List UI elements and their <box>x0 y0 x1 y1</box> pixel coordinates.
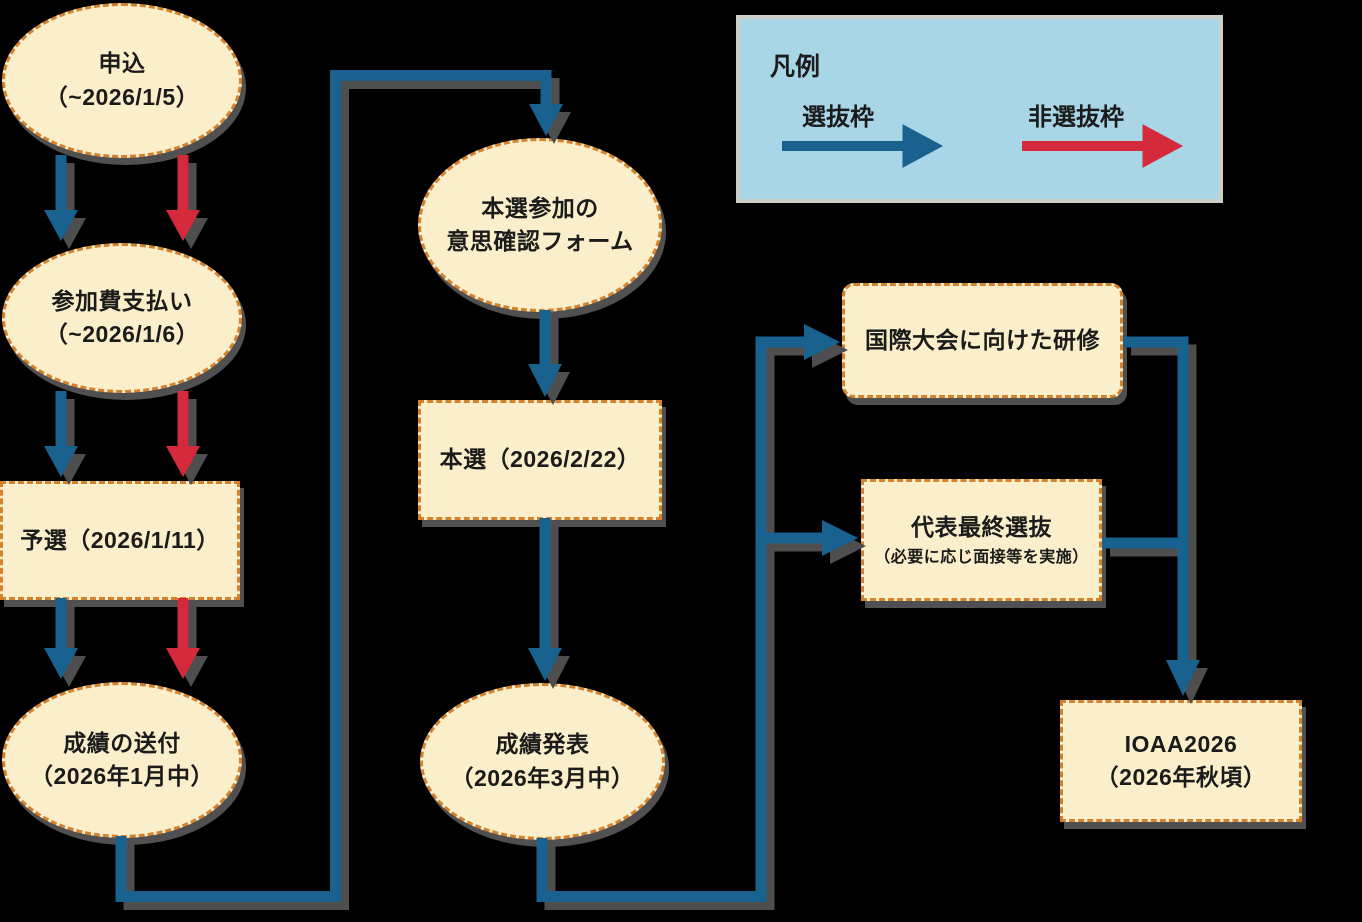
node-final-selection-line2: （必要に応じ面接等を実施） <box>874 549 1089 567</box>
node-apply: 申込 （~2026/1/5） <box>2 3 242 158</box>
node-ioaa2026-line1: IOAA2026 <box>1124 730 1238 757</box>
node-ioaa2026-line2: （2026年秋頃） <box>1095 764 1267 790</box>
node-score-sending: 成績の送付 （2026年1月中） <box>2 682 242 838</box>
node-training: 国際大会に向けた研修 <box>842 283 1123 398</box>
legend-selection-arrow-icon <box>782 124 944 168</box>
node-results-line2: （2026年3月中） <box>450 764 635 791</box>
legend-non-selection-arrow-icon <box>1022 124 1184 168</box>
node-intent-form-line2: 意思確認フォーム <box>446 228 634 254</box>
node-apply-line2: （~2026/1/5） <box>44 83 200 110</box>
node-apply-line1: 申込 <box>98 50 146 77</box>
node-intent-form: 本選参加の 意思確認フォーム <box>418 138 662 312</box>
legend-box: 凡例 選抜枠 非選抜枠 <box>736 15 1223 203</box>
node-payment: 参加費支払い （~2026/1/6） <box>2 243 242 393</box>
non-selection-flow-arrows <box>166 155 200 679</box>
node-ioaa2026: IOAA2026 （2026年秋頃） <box>1060 700 1302 822</box>
node-results: 成績発表 （2026年3月中） <box>420 683 665 840</box>
node-preliminary: 予選（2026/1/11） <box>0 481 240 600</box>
legend-title: 凡例 <box>770 53 821 81</box>
node-preliminary-line1: 予選（2026/1/11） <box>20 526 220 553</box>
node-final-selection: 代表最終選抜 （必要に応じ面接等を実施） <box>861 479 1102 601</box>
node-final-selection-line1: 代表最終選抜 <box>911 513 1052 540</box>
flow-lines-shadow-red <box>174 163 208 687</box>
node-score-sending-line1: 成績の送付 <box>63 729 181 756</box>
node-final-round: 本選（2026/2/22） <box>418 400 662 520</box>
node-results-line1: 成績発表 <box>495 731 590 758</box>
node-final-round-line1: 本選（2026/2/22） <box>439 446 641 473</box>
node-training-line1: 国際大会に向けた研修 <box>865 326 1100 353</box>
node-payment-line1: 参加費支払い <box>51 287 193 314</box>
node-score-sending-line2: （2026年1月中） <box>30 763 214 789</box>
node-payment-line2: （~2026/1/6） <box>44 321 200 347</box>
node-intent-form-line1: 本選参加の <box>481 194 599 221</box>
